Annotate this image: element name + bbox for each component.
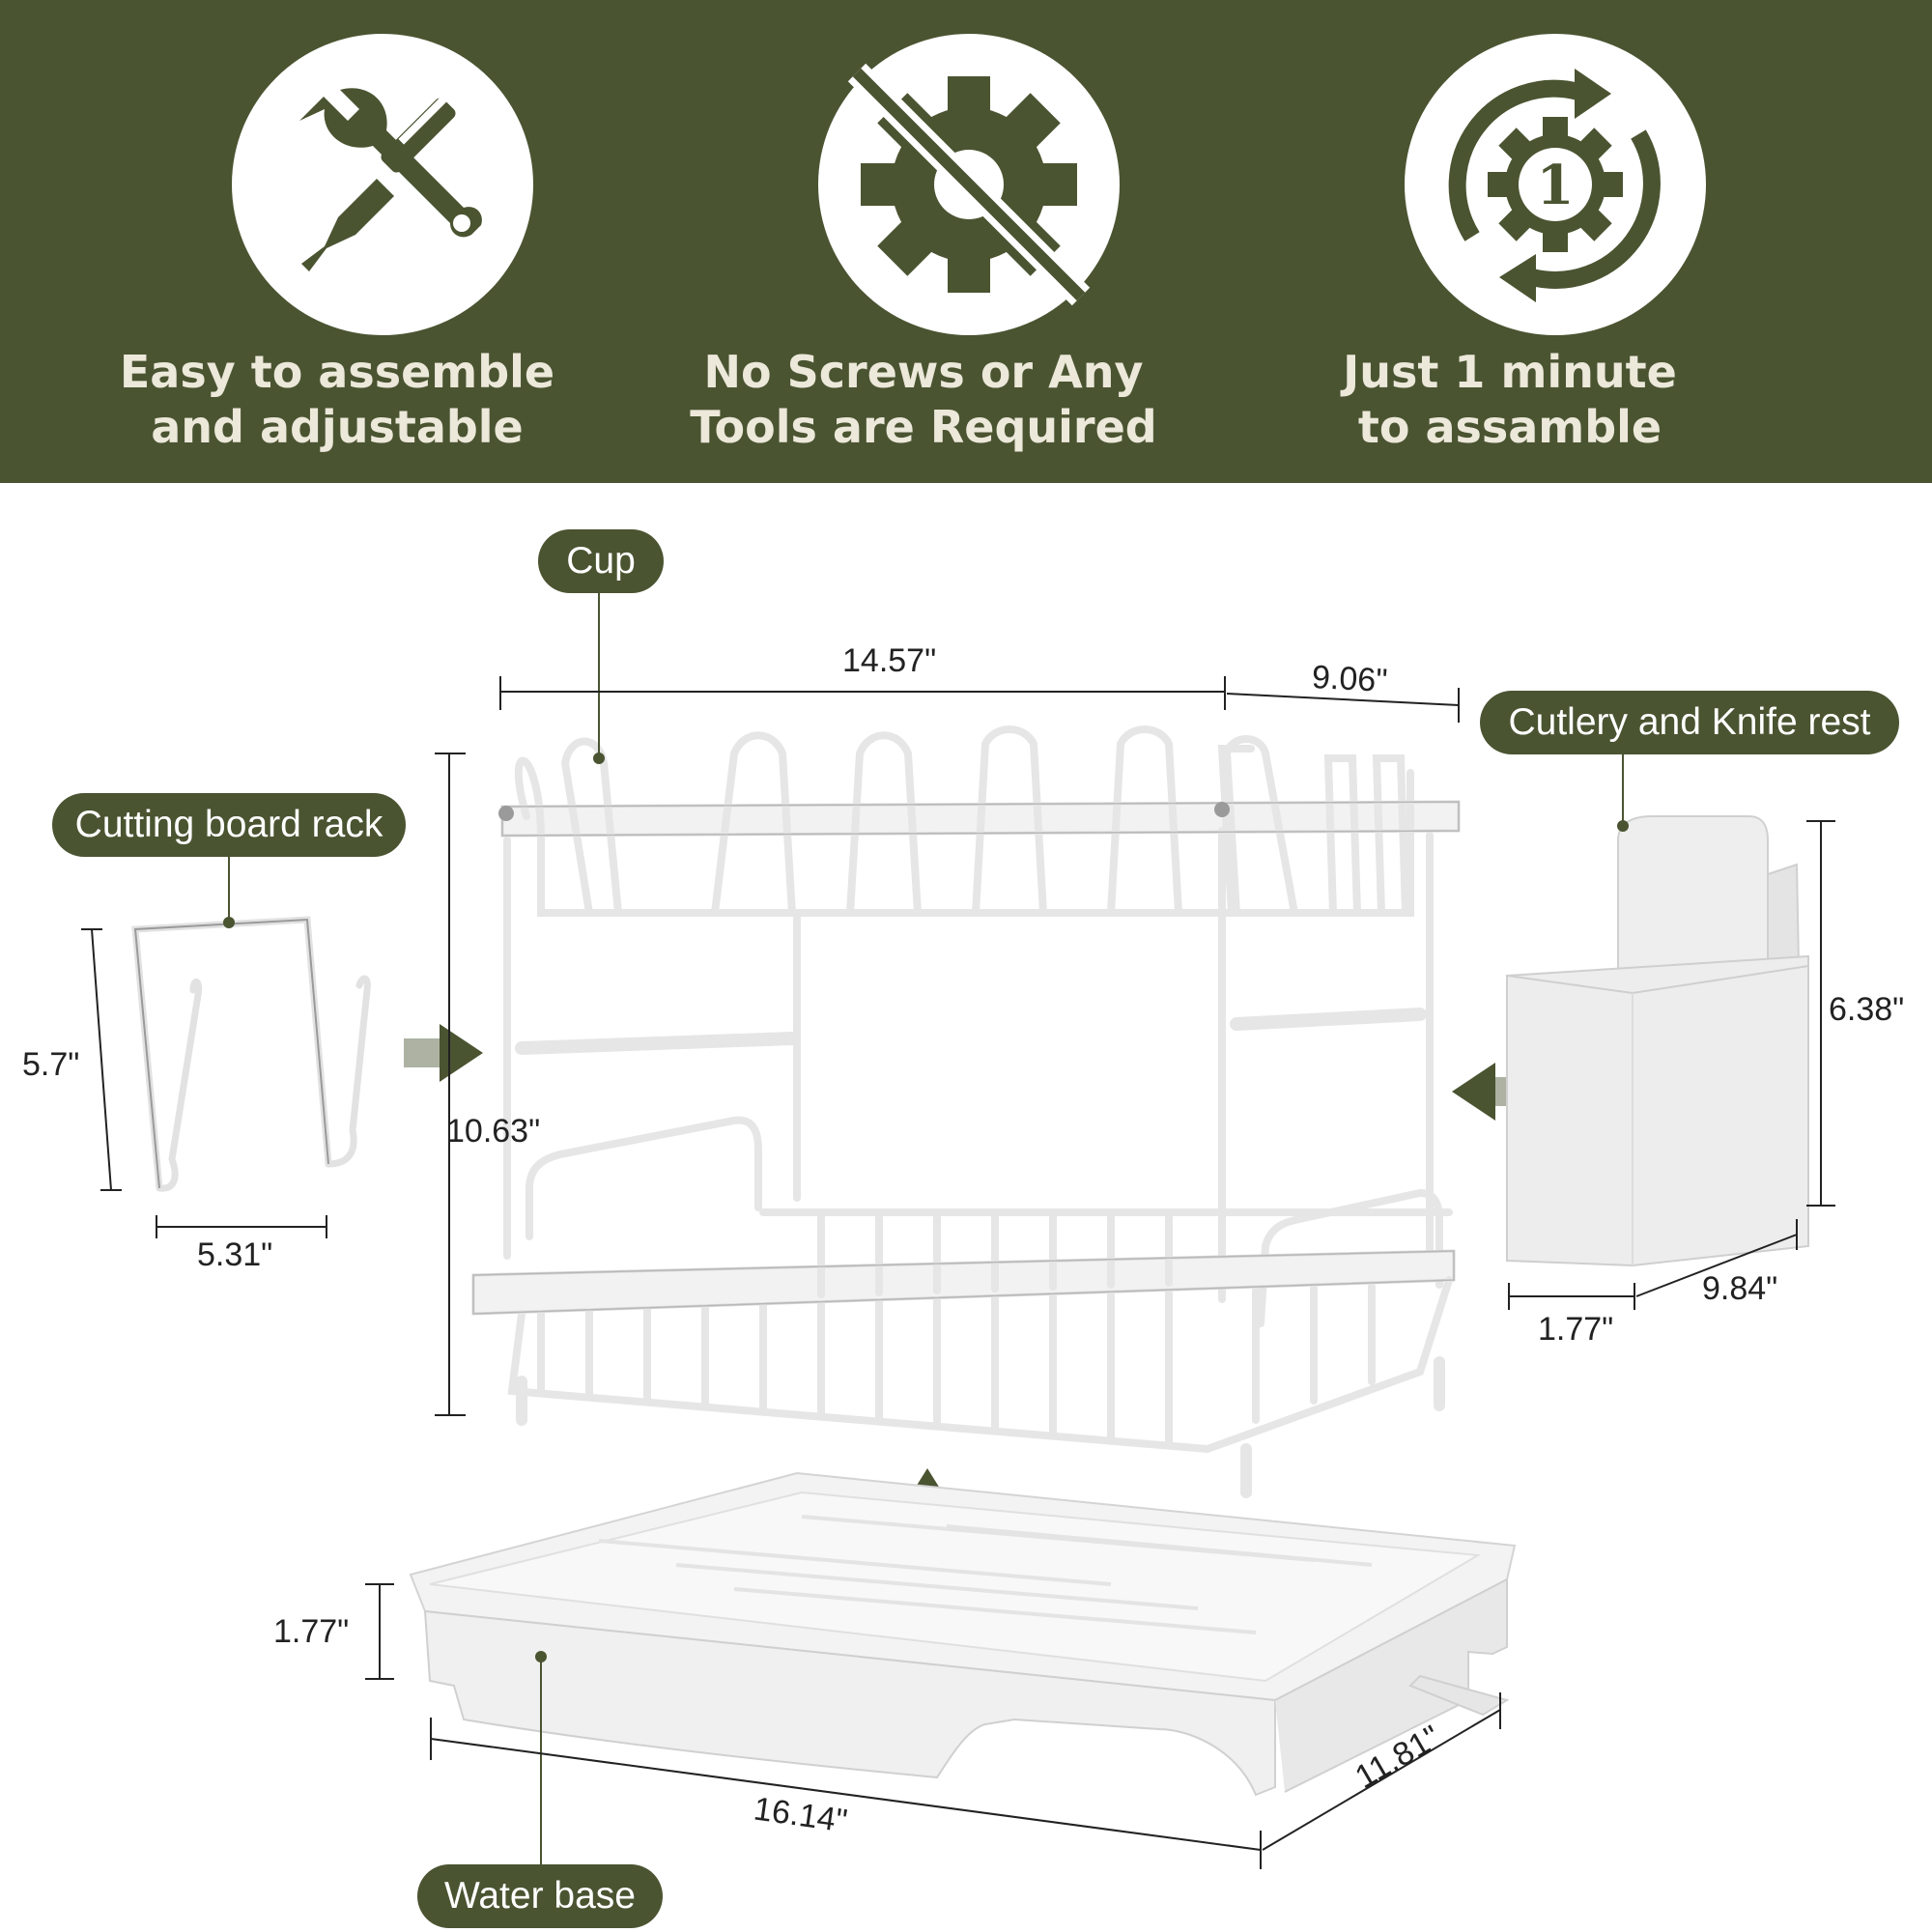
no-gear-icon — [847, 63, 1091, 306]
feature-caption: Just 1 minute to assamble — [1224, 345, 1796, 455]
dim-rack-width: 14.57" — [842, 642, 937, 679]
dim-board-height: 5.7" — [22, 1046, 80, 1083]
wrench-screwdriver-icon — [299, 88, 482, 271]
dim-base-height: 1.77" — [273, 1613, 350, 1650]
product-diagram: Cup Cutting board rack Cutlery and Knife… — [0, 483, 1932, 1932]
label-cutting-board-rack-text: Cutting board rack — [74, 804, 384, 845]
label-cup-text: Cup — [566, 540, 636, 582]
dim-board-width: 5.31" — [197, 1236, 273, 1273]
one-minute-cycle-icon: 1 — [1448, 69, 1661, 302]
feature-caption-line1: Just 1 minute — [1343, 346, 1677, 398]
feature-caption-line2: and adjustable — [151, 401, 524, 453]
dim-rack-depth: 9.06" — [1311, 658, 1389, 700]
dim-cutlery-height: 6.38" — [1829, 991, 1905, 1028]
feature-caption-line1: No Screws or Any — [703, 346, 1144, 398]
feature-caption-line1: Easy to assemble — [119, 346, 555, 398]
product-illustration — [81, 589, 1835, 1869]
dim-cutlery-depth: 9.84" — [1702, 1270, 1778, 1307]
label-cup: Cup — [538, 529, 664, 593]
feature-caption-line2: to assamble — [1357, 401, 1662, 453]
water-base — [409, 1471, 1517, 1797]
feature-circle — [818, 34, 1120, 335]
dim-rack-height: 10.63" — [446, 1113, 541, 1150]
feature-one-minute: 1 Just 1 minute to assamble — [1269, 0, 1752, 483]
label-water-base: Water base — [417, 1864, 663, 1928]
feature-caption-line2: Tools are Required — [690, 401, 1157, 453]
cutting-board-rack — [131, 916, 371, 1192]
label-cutlery-knife-rest-text: Cutlery and Knife rest — [1508, 701, 1871, 743]
feature-easy-assemble: Easy to assemble and adjustable — [97, 0, 580, 483]
label-cutting-board-rack: Cutting board rack — [52, 793, 406, 857]
feature-caption: No Screws or Any Tools are Required — [638, 345, 1209, 455]
dish-rack — [471, 725, 1461, 1498]
feature-circle — [232, 34, 533, 335]
features-banner: Easy to assemble and adjustable — [0, 0, 1932, 483]
feature-no-screws: No Screws or Any Tools are Required — [683, 0, 1166, 483]
one-badge-text: 1 — [1537, 154, 1575, 217]
feature-circle: 1 — [1405, 34, 1706, 335]
dim-cutlery-width: 1.77" — [1538, 1311, 1614, 1348]
label-cutlery-knife-rest: Cutlery and Knife rest — [1480, 691, 1899, 754]
feature-caption: Easy to assemble and adjustable — [51, 345, 623, 455]
cutlery-holder — [1506, 815, 1809, 1267]
label-water-base-text: Water base — [444, 1875, 636, 1917]
